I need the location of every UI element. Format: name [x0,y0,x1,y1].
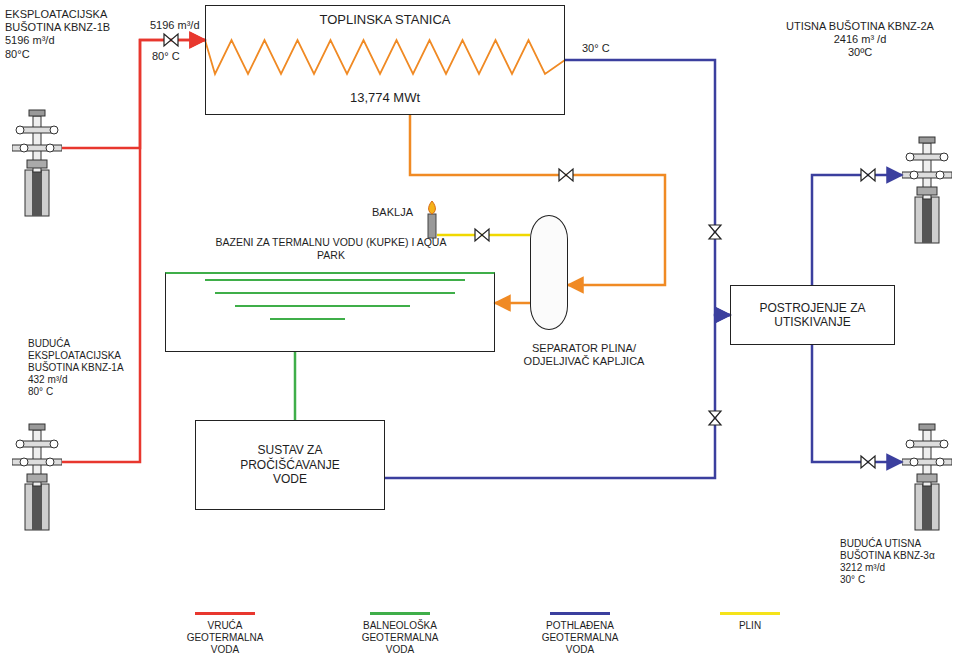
node-title: SUSTAV ZA PROČIŠĆAVANJE VODE [224,443,356,486]
text-group: TOPLINSKA STANICA 13,774 MWt [206,6,564,114]
temperature: 30° C [582,42,610,55]
pipe-connector [294,352,297,420]
legend-text: BALNEOLOŠKA GEOTERMALNA VODA [340,620,460,656]
valve-symbol [861,456,875,468]
pipe-connector [385,315,730,478]
text-group: POSTROJENJE ZA UTISKIVANJE [731,286,894,344]
pool-basin: BAZENI ZA TERMALNU VODU (KUPKE) I AQUA P… [165,272,495,352]
separator-vessel: SEPARATOR PLINA/ ODJELJIVAČ KAPLJICA [530,215,568,330]
node-title: BUDUĆA UTISNA BUŠOTINA KBNZ-3α [840,538,952,562]
wellhead-symbol [902,424,952,530]
legend-item: BALNEOLOŠKA GEOTERMALNA VODA [340,612,460,656]
well-head: BUDUĆA EKSPLOATACIJSKA BUŠOTINA KBNZ-1A4… [12,422,62,532]
heat-station-box: TOPLINSKA STANICA 13,774 MWt [205,5,565,115]
pipe-connector [495,302,530,305]
node-value: 5196 m³/d [5,34,130,47]
flare-stack [428,214,436,238]
text-group: SEPARATOR PLINA/ ODJELJIVAČ KAPLJICA [509,342,659,368]
flare-label: BAKLJA [372,206,413,219]
legend-item: POTHLAĐENA GEOTERMALNA VODA [520,612,640,656]
node-title: SEPARATOR PLINA/ ODJELJIVAČ KAPLJICA [509,342,659,368]
water-line [205,279,465,281]
node-title: UTISNA BUŠOTINA KBNZ-2A [770,20,950,33]
layout-art [12,110,952,530]
pipe-connector [812,175,902,285]
node-value: 80°C [5,48,130,61]
node-value: 3212 m³/d [840,562,952,574]
valve-symbol [861,169,875,181]
valve-symbol [709,411,721,425]
node-title: TOPLINSKA STANICA [319,12,450,28]
node-value: 30ºC [770,46,950,59]
connectors [62,40,902,478]
pipe-connector [62,40,205,148]
pipe-connector [812,345,902,462]
legend-item: PLIN [690,612,810,632]
legend-item: VRUĆA GEOTERMALNA VODA [165,612,285,656]
treatment-box: SUSTAV ZA PROČIŠĆAVANJE VODE [195,420,385,510]
node-value: 2416 m³ /d [770,33,950,46]
water-line [235,305,410,307]
node-title: BAZENI ZA TERMALNU VODU (KUPKE) I AQUA P… [211,236,451,261]
legend-swatch [370,612,430,615]
wellhead-symbol [12,424,62,530]
valve-symbol [475,229,489,241]
node-title: POSTROJENJE ZA UTISKIVANJE [741,301,884,330]
well-head: BUDUĆA UTISNA BUŠOTINA KBNZ-3α3212 m³/d3… [902,422,952,532]
legend-swatch [195,612,255,615]
valve-symbol [709,225,721,239]
legend-text: VRUĆA GEOTERMALNA VODA [165,620,285,656]
injection-plant-box: POSTROJENJE ZA UTISKIVANJE [730,285,895,345]
water-line [215,292,455,294]
pipe-connector [62,40,205,462]
legend-text: POTHLAĐENA GEOTERMALNA VODA [520,620,640,656]
legend-swatch [550,612,610,615]
legend-swatch [720,612,780,615]
text-group: BUDUĆA UTISNA BUŠOTINA KBNZ-3α3212 m³/d3… [840,538,952,586]
heat-exchanger-coil [205,40,565,74]
text-group: UTISNA BUŠOTINA KBNZ-2A2416 m³ /d30ºC [770,20,950,60]
node-value: 80° C [28,386,132,398]
text-group: SUSTAV ZA PROČIŠĆAVANJE VODE [196,421,384,509]
text-group: EKSPLOATACIJSKA BUŠOTINA KBNZ-1B5196 m³/… [5,8,130,61]
node-value: 30° C [840,574,952,586]
text-group: BUDUĆA EKSPLOATACIJSKA BUŠOTINA KBNZ-1A4… [28,338,132,398]
coil-line [205,40,565,74]
valves [164,34,875,468]
node-value: 13,774 MWt [350,90,420,106]
node-value: 432 m³/d [28,374,132,386]
flow-rate: 5196 m³/d [150,19,200,32]
node-title: BUDUĆA EKSPLOATACIJSKA BUŠOTINA KBNZ-1A [28,338,132,374]
wellhead-symbol [902,137,952,243]
pipe-connector [565,60,730,315]
temperature: 80° C [152,50,180,63]
well-head: UTISNA BUŠOTINA KBNZ-2A2416 m³ /d30ºC [902,135,952,245]
text-group: BAZENI ZA TERMALNU VODU (KUPKE) I AQUA P… [211,236,451,261]
well-head: EKSPLOATACIJSKA BUŠOTINA KBNZ-1B5196 m³/… [12,108,62,218]
valve-symbol [164,34,178,46]
water-line [270,318,345,320]
wellhead-symbol [12,110,62,216]
legend-text: PLIN [690,620,810,632]
node-title: EKSPLOATACIJSKA BUŠOTINA KBNZ-1B [5,8,130,34]
flare-flame [429,201,436,214]
valve-symbol [559,169,573,181]
